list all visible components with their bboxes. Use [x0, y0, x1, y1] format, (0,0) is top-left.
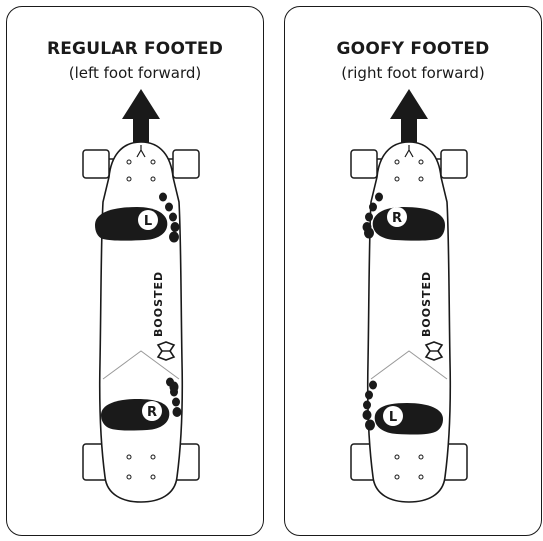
boosted-logo-icon — [156, 341, 176, 361]
panel-subtitle: (left foot forward) — [68, 64, 202, 82]
arrow-up-icon — [390, 89, 428, 147]
panel-title: GOOFY FOOTED — [336, 39, 490, 59]
foot-label: R — [147, 405, 157, 420]
front-foot: L — [95, 192, 180, 243]
regular-footed-panel: REGULAR FOOTED (left foot forward) — [6, 6, 264, 536]
wheel-icon — [172, 149, 200, 179]
foot-label: L — [144, 214, 152, 229]
brand-text: BOOSTED — [152, 271, 165, 337]
foot-label: L — [389, 410, 397, 425]
foot-label: R — [392, 211, 402, 226]
wheel-icon — [350, 149, 378, 179]
back-foot: L — [362, 380, 443, 435]
panel-title: REGULAR FOOTED — [46, 39, 224, 59]
wheel-icon — [440, 149, 468, 179]
back-foot: R — [101, 377, 182, 431]
skateboard-diagram: BOOSTED L R — [82, 89, 200, 503]
boosted-logo-icon — [424, 341, 444, 361]
arrow-up-icon — [122, 89, 160, 147]
front-foot: R — [362, 192, 445, 241]
skateboard-diagram: BOOSTED R L — [350, 89, 468, 503]
panel-subtitle: (right foot forward) — [341, 64, 485, 82]
wheel-icon — [82, 149, 110, 179]
deck-hardware — [126, 159, 156, 480]
goofy-footed-panel: GOOFY FOOTED (right foot forward) BOOSTE… — [284, 6, 542, 536]
skateboard-deck — [98, 141, 184, 503]
brand-text: BOOSTED — [420, 271, 433, 337]
deck-hardware — [394, 159, 424, 480]
